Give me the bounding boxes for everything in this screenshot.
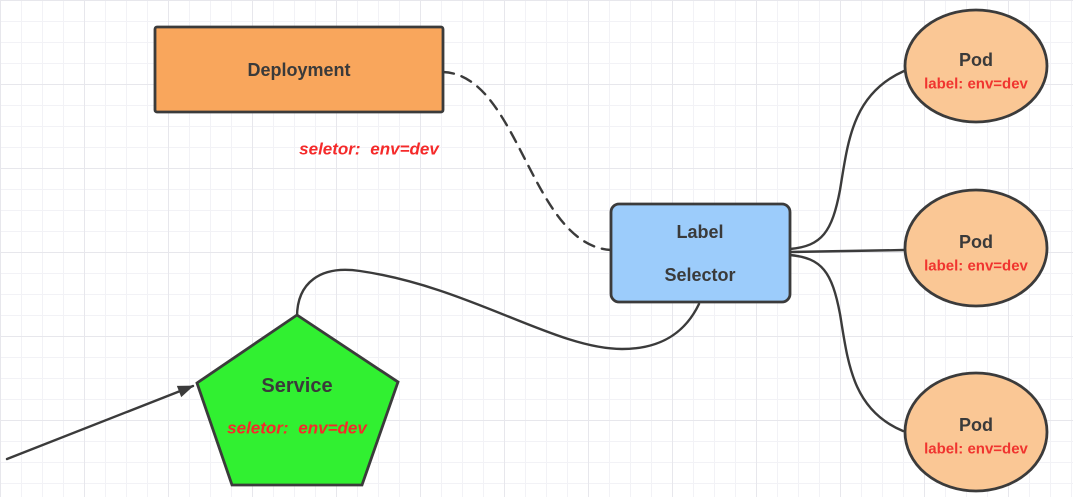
deployment-node[interactable]	[153, 25, 445, 114]
pod-sublabel-3: label: env=dev	[924, 440, 1028, 458]
deployment-selector-note: seletor: env=dev	[299, 139, 439, 159]
service-incoming-arrow[interactable]	[5, 384, 195, 461]
edge-selector-to-pod-3[interactable]	[788, 253, 905, 433]
pod-node-1[interactable]	[903, 8, 1049, 124]
edge-deployment-to-selector[interactable]	[441, 70, 613, 252]
pod-label-3: Pod	[959, 415, 993, 435]
pod-label-2: Pod	[959, 232, 993, 252]
service-pentagon-node[interactable]	[195, 313, 400, 487]
pod-node-2[interactable]	[903, 188, 1049, 308]
edge-selector-to-pod-1[interactable]	[788, 69, 906, 251]
deployment-label: Deployment	[247, 60, 351, 80]
service-label: Service	[261, 375, 333, 397]
edge-selector-to-pod-2[interactable]	[788, 248, 906, 254]
pod-sublabel-2: label: env=dev	[924, 257, 1028, 275]
service-selector-note: seletor: env=dev	[227, 418, 367, 438]
label-selector-line2: Selector	[664, 265, 736, 285]
label-selector-line1: Label	[676, 222, 724, 242]
pod-label-1: Pod	[959, 50, 993, 70]
pod-node-3[interactable]	[903, 371, 1049, 493]
label-selector-node[interactable]	[609, 202, 792, 304]
edge-service-to-selector[interactable]	[295, 268, 701, 351]
pod-sublabel-1: label: env=dev	[924, 75, 1028, 93]
